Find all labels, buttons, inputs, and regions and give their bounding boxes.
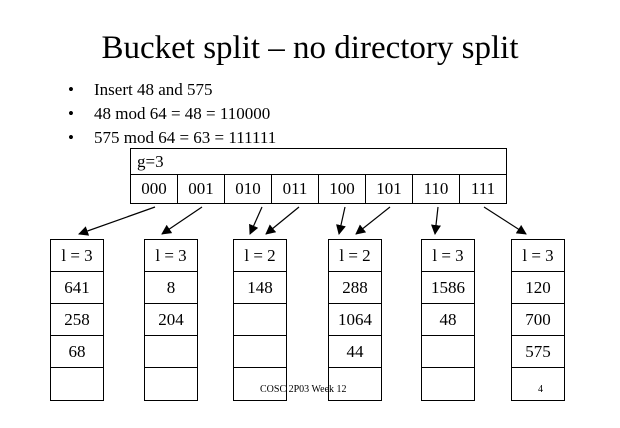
pointer-arrow-101: [355, 206, 391, 235]
bullet-icon: •: [68, 80, 74, 99]
bucket-slot: 44: [329, 336, 381, 368]
bucket-3: l = 2 288 1064 44: [328, 239, 382, 401]
bucket-slot: 204: [145, 304, 197, 336]
directory-entry-100: 100: [318, 175, 365, 203]
bullet-item: • 48 mod 64 = 48 = 110000: [66, 102, 276, 126]
directory-entry-010: 010: [224, 175, 271, 203]
directory-entry-110: 110: [412, 175, 459, 203]
bucket-local-depth: l = 3: [145, 240, 197, 272]
bucket-5: l = 3 120 700 575: [511, 239, 565, 401]
bucket-local-depth: l = 3: [51, 240, 103, 272]
bullet-icon: •: [68, 128, 74, 147]
bucket-local-depth: l = 3: [512, 240, 564, 272]
bucket-slot: 148: [234, 272, 286, 304]
bucket-slot: 120: [512, 272, 564, 304]
bucket-slot: [422, 336, 474, 368]
bucket-slot: [234, 336, 286, 368]
directory-entry-000: 000: [141, 179, 167, 198]
directory-entry-011: 011: [271, 175, 318, 203]
pointer-arrow-000: [78, 206, 156, 236]
bucket-local-depth: l = 2: [234, 240, 286, 272]
page-number: 4: [538, 384, 543, 395]
bucket-slot: 288: [329, 272, 381, 304]
pointer-arrow-100: [336, 206, 346, 235]
bucket-local-depth: l = 2: [329, 240, 381, 272]
bullet-icon: •: [68, 104, 74, 123]
directory-entry-101: 101: [365, 175, 412, 203]
bucket-slot: 575: [512, 336, 564, 368]
directory-table: g=3 000 001 010 011 100 101 110 111: [130, 148, 507, 204]
bucket-2: l = 2 148: [233, 239, 287, 401]
bucket-slot: 8: [145, 272, 197, 304]
pointer-arrow-001: [161, 206, 203, 235]
bucket-slot: 48: [422, 304, 474, 336]
bucket-slot: 700: [512, 304, 564, 336]
footer-course: COSC 2P03 Week 12: [260, 384, 347, 395]
bucket-4: l = 3 1586 48: [421, 239, 475, 401]
bullet-text: 575 mod 64 = 63 = 111111: [94, 128, 277, 147]
pointer-arrow-010: [249, 206, 263, 235]
bucket-slot: [145, 336, 197, 368]
bucket-slot: 1064: [329, 304, 381, 336]
bucket-local-depth: l = 3: [422, 240, 474, 272]
directory-entries: 000 001 010 011 100 101 110 111: [131, 174, 506, 203]
directory-entry-001: 001: [177, 175, 224, 203]
directory-entry-111: 111: [459, 175, 506, 203]
bucket-slot: [234, 304, 286, 336]
bullet-text: Insert 48 and 575: [94, 80, 213, 99]
bucket-slot: 68: [51, 336, 103, 368]
bullet-list: • Insert 48 and 575 • 48 mod 64 = 48 = 110…: [66, 78, 276, 150]
bullet-item: • 575 mod 64 = 63 = 111111: [66, 126, 276, 150]
bucket-slot: 258: [51, 304, 103, 336]
bullet-text: 48 mod 64 = 48 = 110000: [94, 104, 271, 123]
global-depth-label: g=3: [137, 152, 164, 171]
bullet-item: • Insert 48 and 575: [66, 78, 276, 102]
bucket-1: l = 3 8 204: [144, 239, 198, 401]
bucket-0: l = 3 641 258 68: [50, 239, 104, 401]
bucket-slot: 1586: [422, 272, 474, 304]
slide-title: Bucket split – no directory split: [101, 30, 519, 66]
pointer-arrow-111: [483, 206, 527, 235]
pointer-arrow-011: [265, 206, 300, 235]
pointer-arrow-110: [431, 206, 441, 235]
bucket-slot: 641: [51, 272, 103, 304]
